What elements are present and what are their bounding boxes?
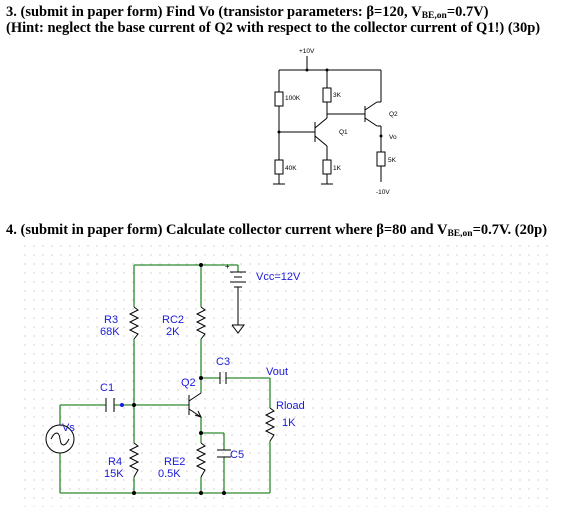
neg-supply-label: -10V [376,189,390,196]
supply-label: +10V [299,48,315,55]
q4-beta: β=80 and V [376,222,448,238]
r3-name-label: R3 [104,314,118,326]
c3-label: C3 [216,356,230,368]
q2-label: Q2 [181,377,196,389]
r-40k-label: 40K [285,165,297,172]
q1-label: Q1 [339,129,348,136]
c1-label: C1 [100,382,114,394]
components [45,271,276,478]
r4-name-label: R4 [108,456,122,468]
q2-label: Q2 [389,111,398,118]
q4-text: 4. (submit in paper form) Calculate coll… [6,222,377,238]
grid-background [24,245,552,507]
rc2-name-label: RC2 [162,314,184,326]
question-3-hint: (Hint: neglect the base current of Q2 wi… [6,20,541,36]
q3-text: 3. (submit in paper form) Find Vo (trans… [6,4,367,20]
rc2-value-label: 2K [166,326,180,338]
q3-sub: BE,on [421,11,447,21]
q4-post: =0.7V. (20p) [472,222,548,238]
r3-value-label: 68K [100,326,120,338]
vo-label: Vo [389,134,397,141]
re2-value-label: 0.5K [158,468,181,480]
r-5k-label: 5K [388,157,397,164]
q3-beta: β=120, V [366,4,422,20]
wires [59,264,271,494]
re2-name-label: RE2 [164,456,185,468]
question-4-title: 4. (submit in paper form) Calculate coll… [6,222,547,239]
circuit-1-diagram: +10V 100K 3K 40K 1K 5K Q1 Q2 Vo -10V [273,48,398,196]
r-100k-label: 100K [285,95,301,102]
vout-label: Vout [266,366,288,378]
q4-sub: BE,on [447,229,473,239]
circuit-2-diagram: + Vcc=12V R3 68K RC2 2K C3 Q2 Vout C1 Rl… [24,245,552,507]
q3-post: =0.7V) [446,4,489,20]
r-1k-label: 1K [333,165,342,172]
vs-label: Vs [62,422,75,434]
rload-value-label: 1K [282,417,296,429]
battery-plus-label: + [225,262,230,271]
question-3-title: 3. (submit in paper form) Find Vo (trans… [6,4,489,21]
rload-name-label: Rload [276,400,305,412]
c5-label: C5 [230,449,244,461]
vcc-label: Vcc=12V [256,271,301,283]
r4-value-label: 15K [104,468,124,480]
r-3k-label: 3K [333,92,342,99]
